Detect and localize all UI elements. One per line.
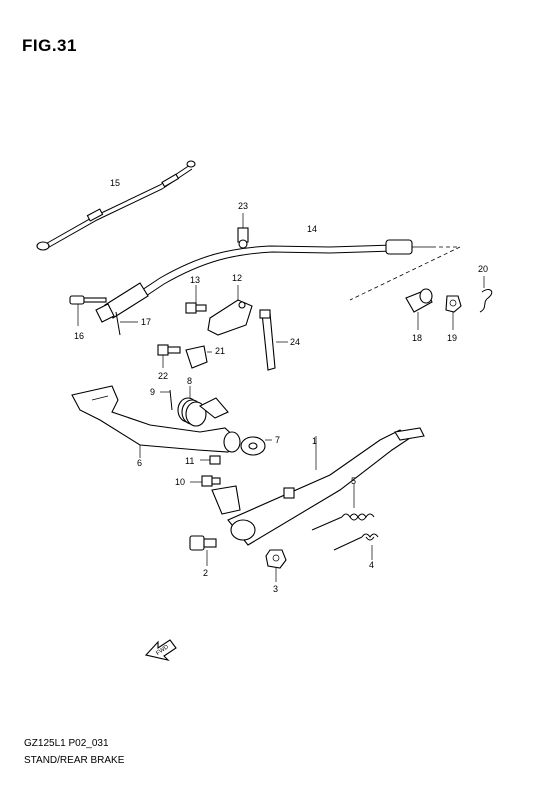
- part-23-bolt: [237, 213, 249, 249]
- part-8-spring: [177, 386, 229, 427]
- part-1-side-stand: [211, 427, 425, 546]
- part-11-nut: [200, 455, 221, 465]
- callout-12: 12: [232, 273, 242, 283]
- part-7-washer: [240, 436, 272, 456]
- fwd-arrow: FWD: [144, 639, 177, 661]
- part-13-bolt: [185, 285, 207, 314]
- part-17-cotter: [115, 311, 138, 336]
- callout-11: 11: [185, 456, 194, 466]
- callout-7: 7: [275, 435, 280, 445]
- diagram-code: GZ125L1 P02_031: [24, 738, 109, 749]
- part-24-tie: [259, 309, 288, 371]
- part-12-bracket: [207, 285, 253, 336]
- callout-21: 21: [215, 346, 225, 356]
- part-19-nut: [445, 295, 462, 330]
- callout-9: 9: [150, 387, 155, 397]
- part-15-cable: [36, 160, 196, 251]
- callout-14: 14: [307, 224, 317, 234]
- callout-20: 20: [478, 264, 488, 274]
- part-18-boot: [405, 288, 433, 330]
- figure-title: FIG.31: [22, 36, 77, 55]
- part-2-bolt: [189, 535, 217, 566]
- callout-6: 6: [137, 458, 142, 468]
- callout-3: 3: [273, 584, 278, 594]
- part-10-bolt: [190, 475, 221, 487]
- diagram-name: STAND/REAR BRAKE: [24, 755, 125, 766]
- callout-24: 24: [290, 337, 300, 347]
- callout-17: 17: [141, 317, 151, 327]
- part-16-pin: [69, 295, 107, 326]
- callout-23: 23: [238, 201, 248, 211]
- part-14-main-cable: [95, 239, 461, 323]
- callout-4: 4: [369, 560, 374, 570]
- part-6-brake-pedal: [71, 385, 241, 458]
- callout-18: 18: [412, 333, 422, 343]
- callout-1: 1: [312, 436, 317, 446]
- callout-16: 16: [74, 331, 84, 341]
- callout-10: 10: [175, 477, 185, 487]
- part-20-clip: [479, 276, 493, 313]
- callout-5: 5: [351, 476, 356, 486]
- part-3-nut: [265, 549, 287, 582]
- part-21-bracket: [185, 345, 212, 369]
- callout-13: 13: [190, 275, 200, 285]
- callout-2: 2: [203, 568, 208, 578]
- callout-15: 15: [110, 178, 120, 188]
- callout-8: 8: [187, 376, 192, 386]
- callout-22: 22: [158, 371, 168, 381]
- part-9-pin: [160, 389, 173, 411]
- part-5-spring: [311, 484, 375, 531]
- part-4-spring: [333, 533, 379, 560]
- part-22-bolt: [157, 344, 181, 368]
- callout-19: 19: [447, 333, 457, 343]
